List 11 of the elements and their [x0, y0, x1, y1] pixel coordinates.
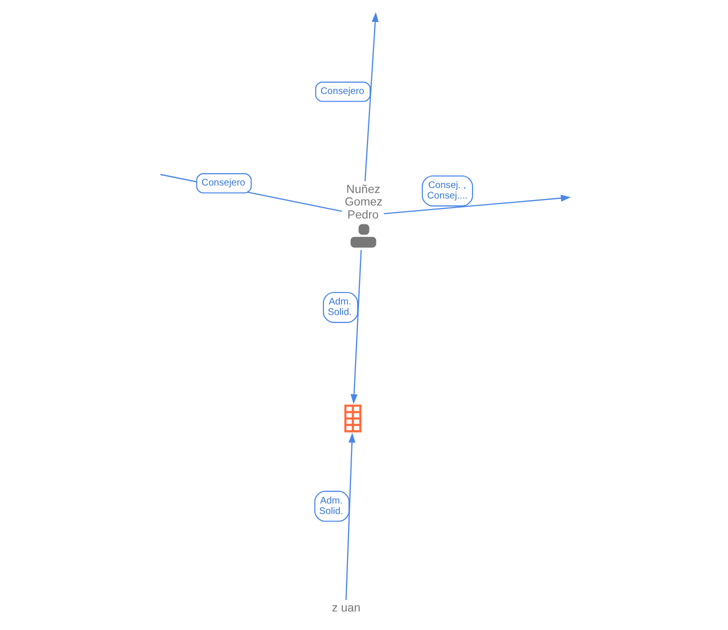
arrow — [344, 432, 355, 600]
edge-label: Consej. , Consej.... — [426, 180, 468, 202]
arrow — [364, 12, 378, 182]
arrow — [350, 250, 362, 404]
edge-label: Consejero — [320, 86, 364, 98]
edge-label: Consejero — [201, 178, 245, 189]
node-label: Nuñez Gomez Pedro — [344, 182, 382, 222]
edge-label: Adm. Solid. — [327, 296, 352, 318]
node-text: z uan — [331, 602, 360, 615]
arrow — [383, 194, 570, 214]
edge-label: Adm. Solid. — [318, 495, 343, 517]
